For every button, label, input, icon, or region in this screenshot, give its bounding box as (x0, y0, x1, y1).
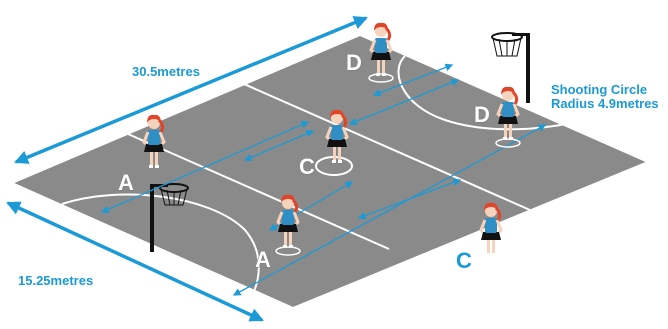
shooting-circle-label-line2: Radius 4.9metres (551, 96, 659, 111)
player-c-centre: C (299, 108, 349, 180)
player-label: A (255, 247, 271, 272)
player-label: D (474, 102, 490, 127)
player-label: C (456, 248, 472, 273)
pass-arrow-7 (348, 78, 460, 126)
player-label: A (118, 170, 134, 195)
width-dimension-arrow (6, 201, 264, 322)
player-label: D (346, 50, 362, 75)
player-label: C (299, 154, 315, 179)
player-d-right: D (474, 85, 521, 148)
player-a-bottom: A (255, 193, 301, 273)
pass-arrow-5 (357, 178, 462, 220)
shooting-circle-label-line1: Shooting Circle (551, 82, 647, 97)
player-a-left: A (118, 113, 166, 196)
player-d-top: D (346, 21, 394, 83)
length-dimension-arrow (14, 16, 368, 164)
player-c-right: C (456, 201, 503, 273)
court-surface (9, 33, 651, 310)
width-label: 15.25metres (18, 273, 93, 288)
length-label: 30.5metres (132, 64, 200, 79)
goal-post-right (491, 32, 530, 103)
